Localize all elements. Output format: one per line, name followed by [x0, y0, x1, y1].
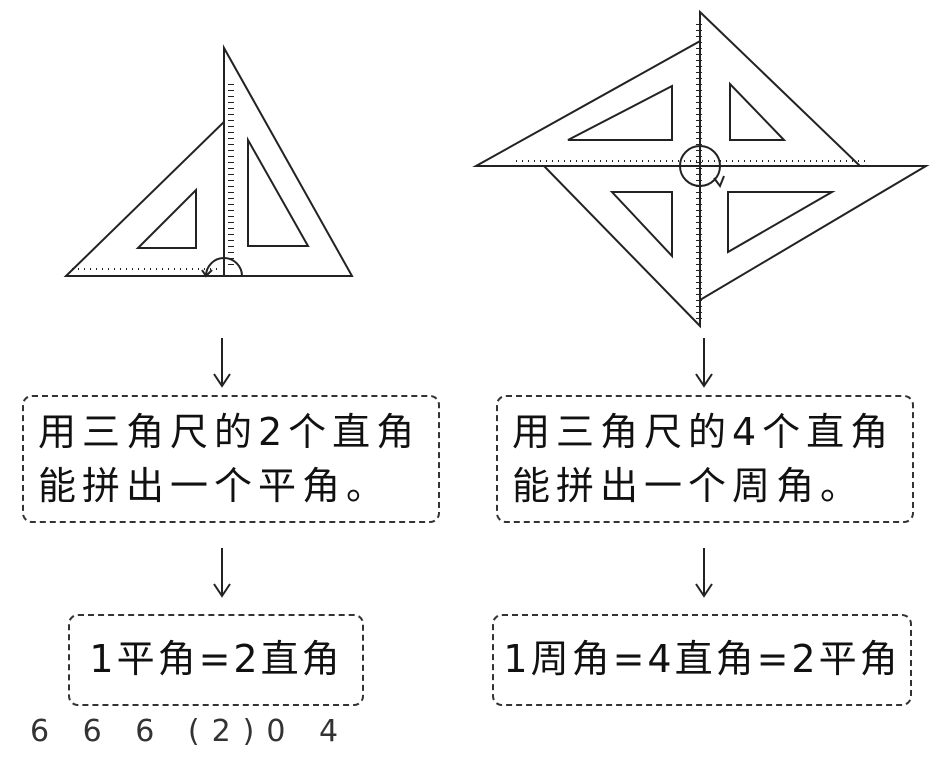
right-vertical-ruler-ticks: [694, 20, 702, 320]
right-lower-right-hole: [727, 191, 836, 254]
straight-angle-arrow: [201, 269, 213, 278]
left-triangle-45: [63, 115, 229, 277]
right-explanation-line-2: 能拼出一个周角。: [512, 464, 865, 508]
cropped-bottom-text: 6 6 6 (2)0 4: [30, 714, 730, 749]
left-triangle-30-60-hole: [247, 136, 310, 247]
right-lower-left-hole: [609, 191, 673, 259]
right-set-squares: [472, 9, 930, 329]
left-set-squares: [63, 44, 354, 278]
left-result-box: 1平角=2直角: [68, 614, 364, 706]
left-vertical-ruler-ticks: [226, 80, 234, 270]
arrow-right-2: [695, 548, 713, 598]
right-explanation-box: 用三角尺的4个直角 能拼出一个周角。: [496, 395, 914, 523]
arrow-left-2: [213, 548, 231, 598]
left-triangle-45-hole: [135, 187, 197, 249]
straight-angle-arc: [205, 257, 243, 277]
right-upper-right-hole: [729, 81, 787, 141]
right-result-text: 1周角=4直角=2平角: [503, 637, 901, 681]
arrow-left-1: [213, 338, 231, 388]
left-explanation-line-2: 能拼出一个平角。: [38, 464, 391, 508]
right-upper-right-triangle: [699, 9, 863, 167]
right-result-box: 1周角=4直角=2平角: [492, 614, 912, 706]
right-upper-left-hole: [567, 84, 673, 141]
set-square-illustrations: [63, 9, 930, 598]
cropped-bottom-text-content: 6 6 6 (2)0 4: [30, 714, 351, 749]
arrow-right-1: [695, 338, 713, 388]
left-explanation-box: 用三角尺的2个直角 能拼出一个平角。: [22, 395, 440, 523]
right-lower-left-triangle: [541, 165, 701, 329]
right-explanation-line-1: 用三角尺的4个直角: [512, 410, 895, 454]
left-explanation-line-1: 用三角尺的2个直角: [38, 410, 421, 454]
full-angle-circle: [679, 145, 721, 187]
full-angle-arrow: [713, 175, 725, 189]
right-horizontal-ruler-ticks: [514, 160, 870, 166]
left-result-text: 1平角=2直角: [89, 637, 343, 681]
left-horizontal-ruler-ticks: [72, 268, 222, 274]
flow-arrows: [213, 338, 713, 598]
